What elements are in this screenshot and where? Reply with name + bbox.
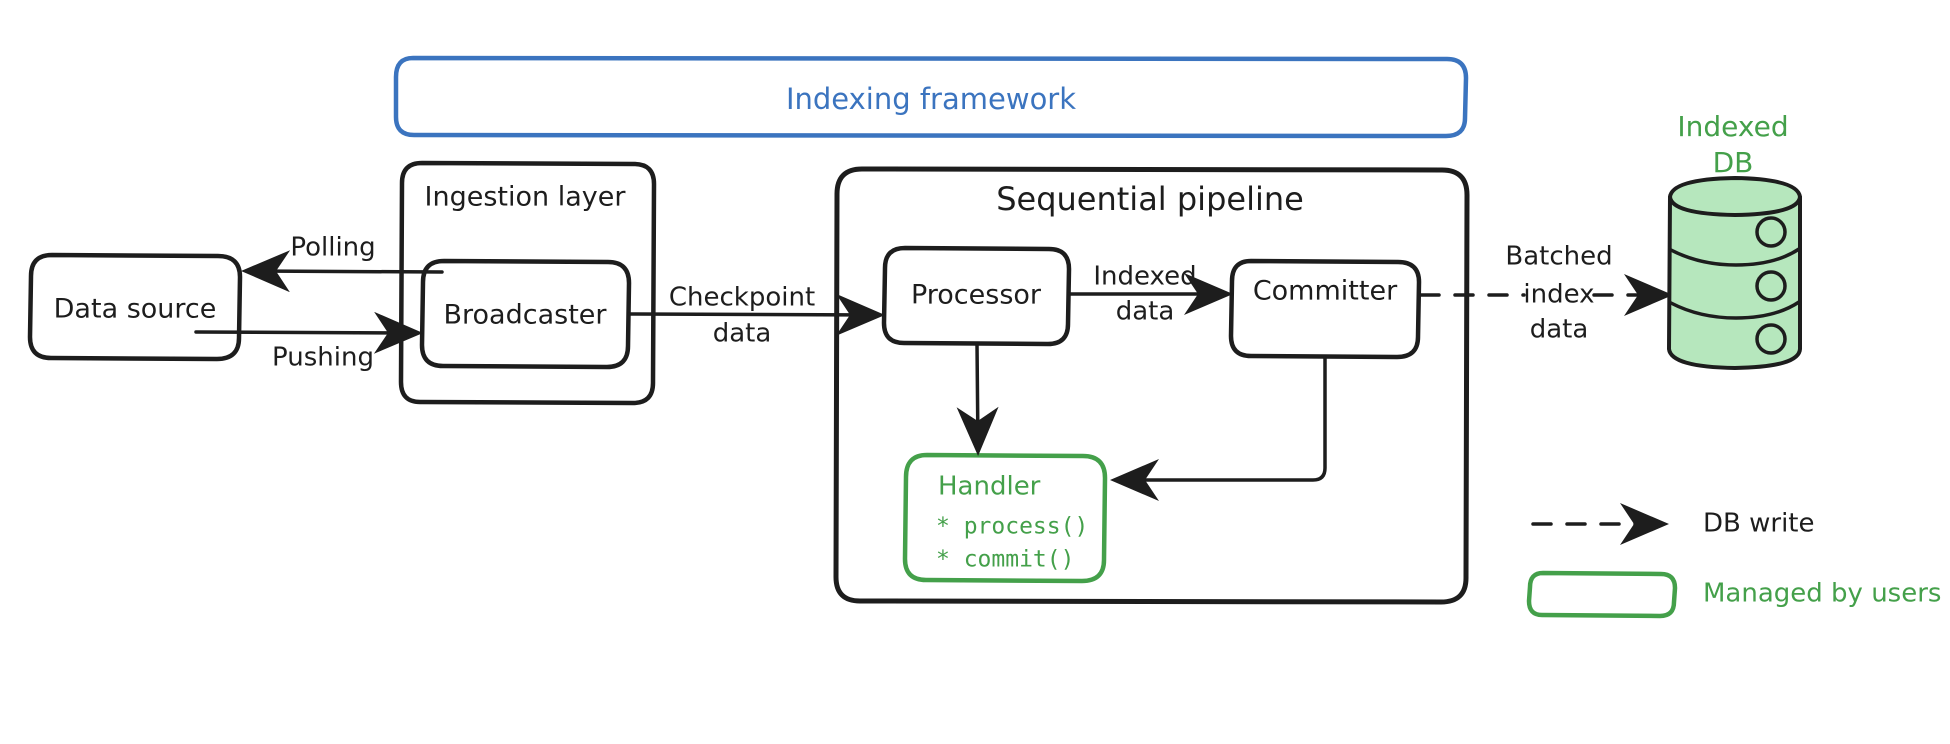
legend-managed-by-users: Managed by users bbox=[1526, 570, 1941, 619]
legend-db-write: DB write bbox=[1531, 503, 1815, 545]
indexed-db-label-line1: Indexed bbox=[1677, 110, 1788, 143]
indexing-framework-label: Indexing framework bbox=[786, 82, 1076, 116]
node-broadcaster-label: Broadcaster bbox=[444, 300, 608, 331]
node-broadcaster[interactable]: Broadcaster bbox=[419, 258, 632, 370]
legend-db-write-label: DB write bbox=[1703, 509, 1815, 539]
node-data-source[interactable]: Data source bbox=[27, 252, 243, 362]
edge-batched-index-data-label-line2: index bbox=[1523, 280, 1594, 310]
indexed-db-label-line2: DB bbox=[1713, 146, 1754, 179]
edge-pushing-label: Pushing bbox=[272, 343, 374, 373]
legend-managed-by-users-label: Managed by users bbox=[1703, 579, 1941, 609]
edge-indexed-data-label-line2: data bbox=[1116, 297, 1175, 327]
handler-title: Handler bbox=[938, 472, 1041, 502]
edge-batched-index-data-label-line3: data bbox=[1530, 315, 1589, 345]
node-handler[interactable]: Handler * process() * commit() bbox=[902, 452, 1108, 584]
node-committer[interactable]: Committer bbox=[1228, 258, 1422, 360]
sequential-pipeline-label: Sequential pipeline bbox=[996, 180, 1304, 218]
ingestion-layer-label: Ingestion layer bbox=[425, 182, 627, 213]
indexing-framework-container: Indexing framework bbox=[393, 55, 1469, 139]
sequential-pipeline-container: Sequential pipeline bbox=[833, 166, 1470, 605]
ingestion-layer-container: Ingestion layer bbox=[398, 160, 657, 406]
edge-indexed-data: Indexed data bbox=[1067, 262, 1233, 327]
edge-polling-label: Polling bbox=[290, 233, 375, 263]
edge-checkpoint-data-label-line2: data bbox=[713, 319, 772, 349]
edge-batched-index-data: Batched index data bbox=[1419, 242, 1673, 345]
indexed-db[interactable]: Indexed DB bbox=[1666, 110, 1803, 371]
edge-pushing: Pushing bbox=[194, 311, 423, 373]
handler-method-commit: * commit() bbox=[936, 547, 1074, 573]
edge-batched-index-data-label-line1: Batched bbox=[1505, 242, 1612, 272]
node-processor-label: Processor bbox=[911, 280, 1042, 311]
node-processor[interactable]: Processor bbox=[881, 245, 1072, 347]
edge-checkpoint-data: Checkpoint data bbox=[627, 283, 885, 349]
edge-processor-to-handler bbox=[956, 342, 999, 456]
node-data-source-label: Data source bbox=[54, 294, 217, 325]
edge-committer-to-handler bbox=[1110, 355, 1327, 501]
edge-polling: Polling bbox=[241, 233, 444, 293]
edge-indexed-data-label-line1: Indexed bbox=[1093, 262, 1196, 292]
edge-checkpoint-data-label-line1: Checkpoint bbox=[669, 283, 815, 313]
node-committer-label: Committer bbox=[1253, 276, 1398, 307]
handler-method-process: * process() bbox=[936, 514, 1088, 540]
